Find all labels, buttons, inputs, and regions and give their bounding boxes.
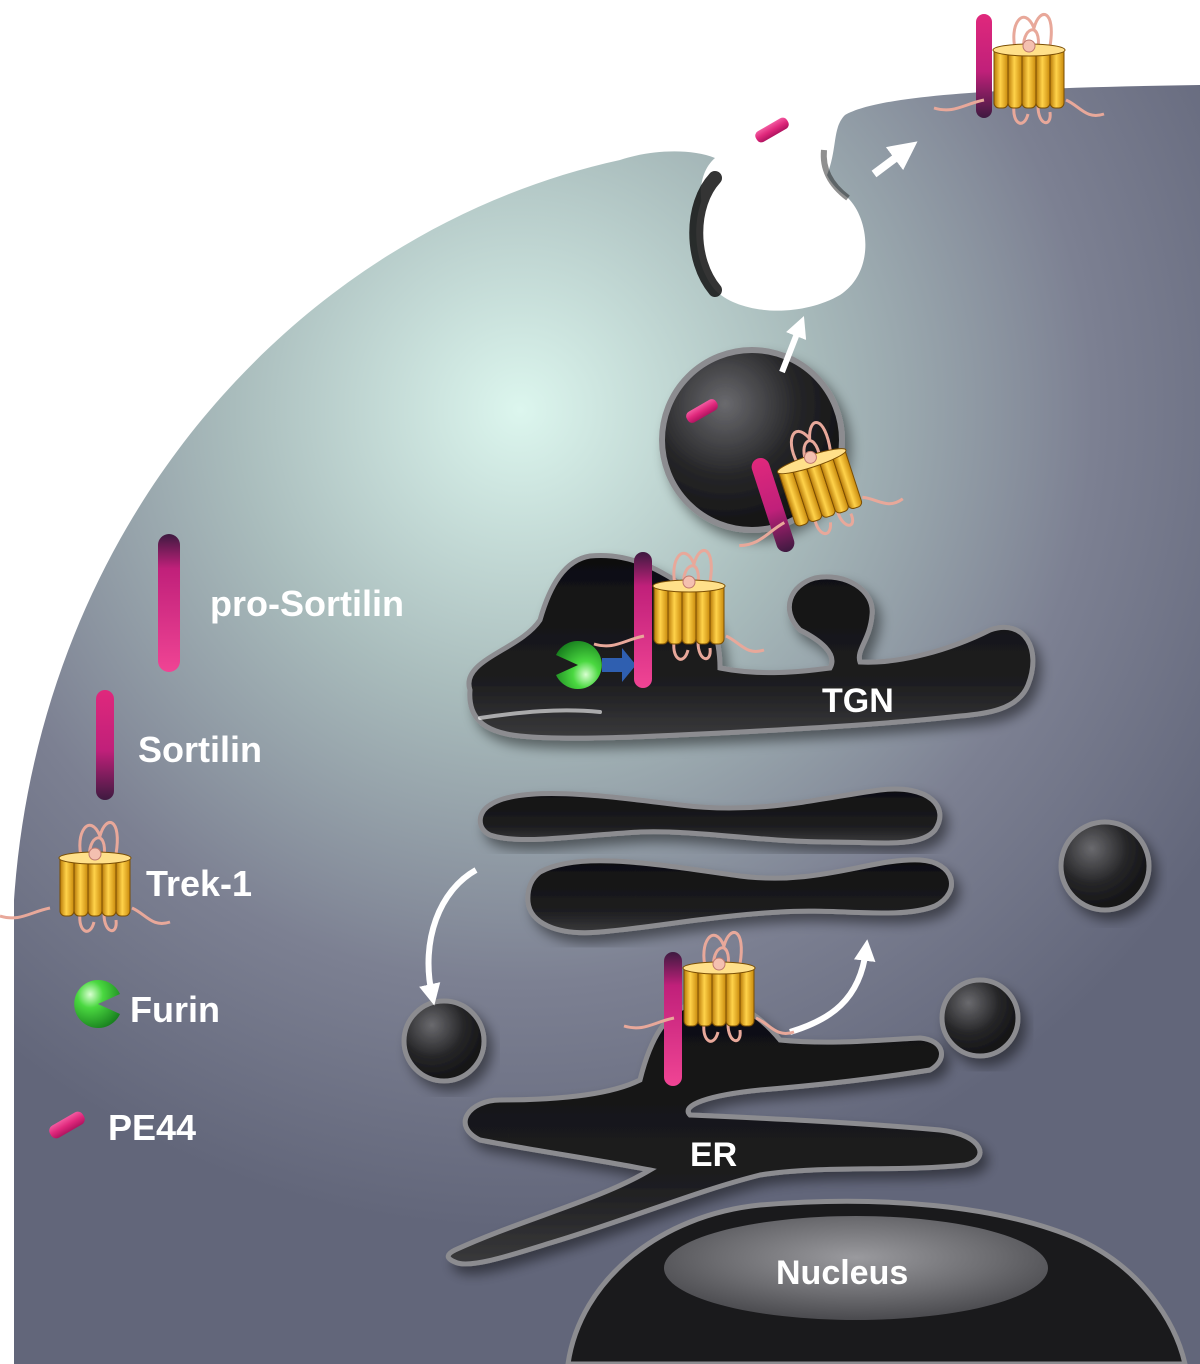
legend: pro-Sortilin Sortilin Trek-1 Furin PE44 [0,534,404,1148]
nucleus-nucleoplasm [664,1216,1048,1320]
transport-vesicle-golgi-side [1058,819,1152,913]
er-label: ER [690,1136,737,1174]
transport-vesicle-right [939,977,1021,1059]
exocytosis-pocket [696,150,866,311]
vesicle-to-membrane-arrow [779,315,807,374]
vesicle-pe44 [686,399,718,423]
membrane-sortilin [976,14,992,118]
nucleus-label: Nucleus [776,1254,908,1292]
surface-delivery-arrow [871,141,918,178]
tgn-pro-sortilin [634,552,652,688]
golgi-cisterna-1 [477,786,943,846]
golgi-cisterna-2 [525,857,954,936]
legend-label-trek1: Trek-1 [146,863,252,904]
golgi-to-vesicle-arrow [419,867,478,1006]
er-compartment [445,996,983,1267]
pro-sortilin-icon [158,534,180,672]
legend-label-pro-sortilin: pro-Sortilin [210,583,404,624]
furin-cleavage-arrow [602,648,636,682]
legend-label-sortilin: Sortilin [138,729,262,770]
legend-label-furin: Furin [130,989,220,1030]
transport-vesicle-left [401,998,487,1084]
tgn-label: TGN [822,682,894,720]
pe44-peptide-icon [49,1111,85,1139]
sortilin-icon [96,690,114,800]
legend-label-pe44: PE44 [108,1107,196,1148]
membrane-trek1-channel [932,12,1106,125]
vesicle-sortilin [751,457,795,553]
released-pe44 [755,117,789,143]
er-to-golgi-arrow [789,939,876,1035]
